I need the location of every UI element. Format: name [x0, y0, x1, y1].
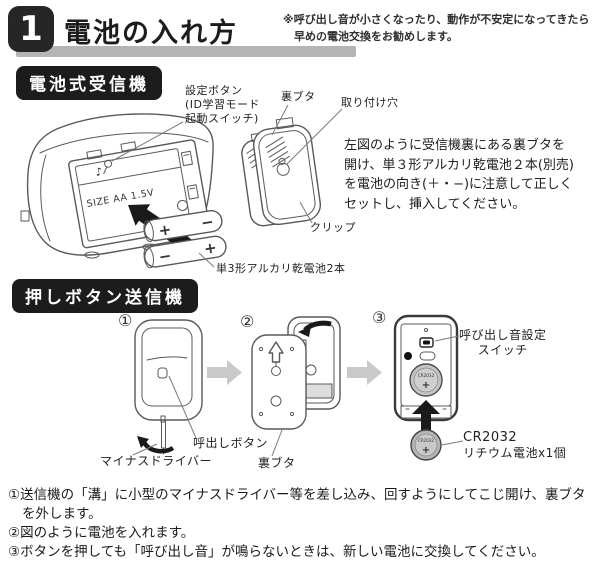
compartment-tab	[120, 141, 137, 152]
callout-back-cover2: 裏ブタ	[258, 456, 296, 470]
step-arrow-icon	[207, 360, 242, 385]
step1-circle: ①	[118, 311, 133, 330]
leader-clip	[299, 201, 313, 224]
battery1-minus: −	[200, 212, 215, 232]
header-note: ※呼び出し音が小さくなったり、動作が不安定になってきたら 早めの電池交換をお勧め…	[283, 12, 589, 45]
callout-clip: クリップ	[310, 221, 356, 234]
sound-switch-icon	[419, 337, 434, 348]
pry-open-arrow-icon	[298, 320, 332, 337]
screw-icon	[176, 199, 188, 211]
keyhole-icon	[276, 157, 290, 176]
clip-tab	[275, 117, 294, 130]
receiver-illustration: ♪ SIZE AA 1.5V + − − +	[20, 104, 343, 269]
svg-text:+: +	[422, 380, 430, 391]
instruction-line: ①送信機の「溝」に小型のマイナスドライバー等を差し込み、回すようにしてこじ開け、…	[8, 487, 586, 503]
battery2-minus: −	[157, 246, 172, 266]
title-underline-bar	[16, 46, 356, 57]
header-note-line1: ※呼び出し音が小さくなったり、動作が不安定になってきたら	[283, 13, 590, 26]
instruction-list: ①送信機の「溝」に小型のマイナスドライバー等を差し込み、回すようにしてこじ開け、…	[8, 486, 596, 563]
transmitter-illustration: CR2032 + CR2032 +	[132, 314, 464, 461]
coin-battery-cr2032: CR2032 +	[410, 429, 442, 461]
leader-mount-hole	[285, 108, 343, 166]
led-dot	[404, 352, 412, 360]
receiver-left-edge	[40, 154, 51, 242]
instruction-line: を外します。	[22, 506, 102, 523]
leader-call-button	[168, 375, 197, 439]
leader-batteries	[198, 252, 215, 268]
callout-aa-batteries: 単3形アルカリ乾電池2本	[216, 262, 346, 275]
back-cover-front-piece	[252, 117, 322, 226]
callout-back-cover: 裏ブタ	[281, 90, 316, 103]
screw-hole	[270, 395, 282, 407]
page-title: 電池の入れ方	[64, 18, 238, 49]
leader-screwdriver	[132, 443, 158, 456]
callout-settings-button: 設定ボタン (ID学習モード 起動スイッチ)	[185, 84, 261, 125]
step3-circle: ③	[372, 308, 387, 327]
aa-batteries: + − − +	[143, 209, 227, 269]
step-arrow-icon	[347, 360, 382, 385]
leader-settings	[111, 121, 184, 162]
receiver-description: 左図のように受信機裏にある裏ブタを 開け、単３形アルカリ乾電池２本(別売) を電…	[344, 138, 574, 212]
receiver-foot	[84, 251, 100, 259]
leader-coin-battery	[441, 440, 464, 446]
step2-circle: ②	[240, 312, 255, 331]
header-note-line2: 早めの電池交換をお勧めします。	[294, 29, 458, 43]
section-label-transmitter: 押しボタン送信機	[12, 279, 198, 313]
battery-contact	[180, 150, 193, 167]
compartment-tab	[86, 149, 103, 160]
svg-text:+: +	[422, 445, 430, 456]
call-button-icon	[157, 367, 168, 379]
transmitter-back-cover	[251, 334, 307, 430]
callout-sound-switch: 呼び出し音設定 スイッチ	[459, 328, 547, 357]
section-label-receiver: 電池式受信機	[16, 66, 162, 100]
step-number: 1	[19, 9, 43, 49]
insert-up-arrow-icon	[412, 400, 440, 430]
step-number-badge: 1	[8, 6, 54, 52]
vent-slats	[265, 136, 290, 168]
music-note-icon: ♪	[94, 165, 103, 179]
callout-mount-hole: 取り付け穴	[341, 96, 399, 109]
battery1-plus: +	[157, 220, 172, 240]
pry-slot	[160, 415, 166, 423]
leader-sound-switch	[434, 335, 460, 342]
instruction-line: ②図のように電池を入れます。	[8, 525, 195, 542]
callout-screwdriver: マイナスドライバー	[100, 454, 213, 468]
battery-contact	[186, 184, 199, 200]
battery2-plus: +	[203, 238, 218, 258]
leader-back-cover	[271, 104, 289, 136]
instruction-line: ③ボタンを押しても「呼び出し音」が鳴らないときは、新しい電池に交換してください。	[8, 544, 545, 561]
keyhole-icon	[271, 361, 281, 376]
svg-text:CR2032: CR2032	[418, 373, 435, 378]
transmitter-internal-view: CR2032 +	[393, 314, 459, 422]
coin-cell-installed: CR2032 +	[409, 363, 443, 397]
rotate-arrow-icon	[137, 436, 175, 454]
svg-text:CR2032: CR2032	[418, 438, 434, 443]
leader-back-cover2	[271, 429, 283, 457]
callout-coin-battery: CR2032 リチウム電池x1個	[463, 430, 567, 461]
receiver-hook	[20, 210, 30, 222]
receiver-top-edge	[39, 132, 209, 154]
transmitter-front-view	[134, 319, 203, 455]
slide-slot	[419, 351, 436, 361]
callout-call-button: 呼出しボタン	[193, 436, 269, 450]
settings-button-icon	[103, 159, 113, 175]
